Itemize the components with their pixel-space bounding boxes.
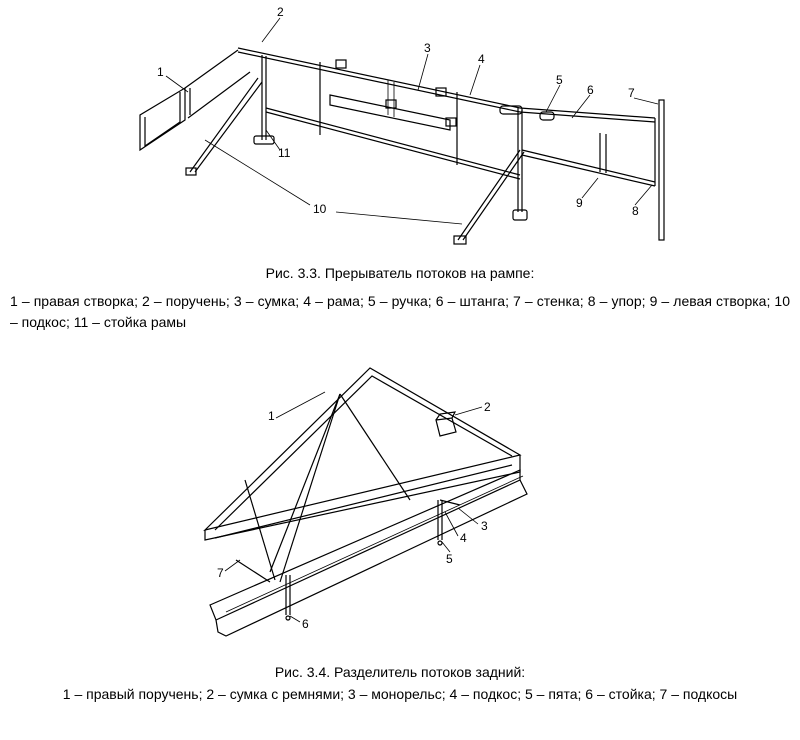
callout-4: 4 bbox=[478, 52, 485, 66]
braces bbox=[185, 77, 525, 245]
monorail bbox=[209, 469, 528, 637]
figure-3-3-legend: 1 – правая створка; 2 – поручень; 3 – су… bbox=[10, 293, 790, 330]
right-wing bbox=[139, 49, 251, 152]
callout-labels: 1 2 3 4 5 6 7 bbox=[217, 400, 491, 631]
bag bbox=[329, 59, 457, 131]
callout-6: 6 bbox=[587, 83, 594, 97]
callout-7: 7 bbox=[217, 566, 224, 580]
left-wing bbox=[499, 105, 656, 187]
callout-5: 5 bbox=[556, 73, 563, 87]
handrail bbox=[203, 367, 522, 541]
callout-3: 3 bbox=[481, 519, 488, 533]
figure-3-4-caption: Рис. 3.4. Разделитель потоков задний: bbox=[274, 664, 526, 680]
callout-5: 5 bbox=[446, 552, 453, 566]
bag-with-straps bbox=[435, 411, 457, 437]
callout-2: 2 bbox=[277, 5, 284, 19]
leader-lines bbox=[224, 391, 483, 623]
figure-3-3-drawing: 1 2 3 4 5 6 7 8 9 10 11 bbox=[139, 5, 665, 245]
callout-1: 1 bbox=[157, 65, 164, 79]
callout-7: 7 bbox=[628, 86, 635, 100]
callout-11: 11 bbox=[278, 146, 291, 160]
wall bbox=[658, 99, 665, 241]
figure-3-3-caption: Рис. 3.3. Прерыватель потоков на рампе: bbox=[265, 265, 535, 281]
callout-3: 3 bbox=[424, 41, 431, 55]
figure-3-4-legend: 1 – правый поручень; 2 – сумка с ремнями… bbox=[62, 686, 738, 702]
callout-8: 8 bbox=[632, 204, 639, 218]
figure-3-4-drawing: 1 2 3 4 5 6 7 bbox=[203, 367, 528, 637]
callout-9: 9 bbox=[576, 196, 583, 210]
callout-1: 1 bbox=[268, 409, 275, 423]
frame bbox=[237, 47, 656, 221]
callout-10: 10 bbox=[313, 202, 327, 216]
callout-labels: 1 2 3 4 5 6 7 8 9 10 11 bbox=[157, 5, 639, 218]
callout-4: 4 bbox=[460, 531, 467, 545]
callout-2: 2 bbox=[484, 400, 491, 414]
leader-lines bbox=[165, 17, 659, 225]
braces bbox=[235, 393, 461, 621]
callout-6: 6 bbox=[302, 617, 309, 631]
